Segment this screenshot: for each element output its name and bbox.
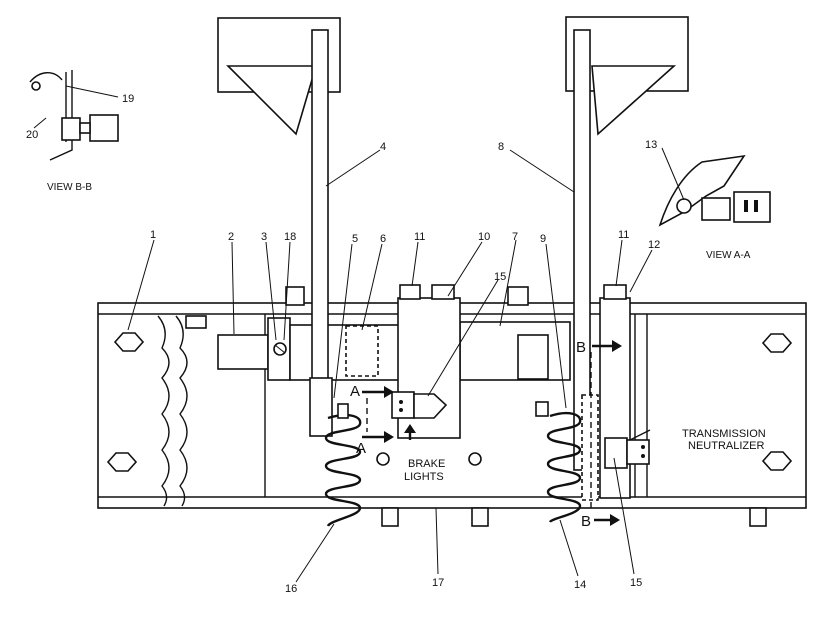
section-mark-a-top: A [350,383,360,400]
callout-15-brake: 15 [494,271,506,283]
callout-18: 18 [284,231,296,243]
right-spring [535,401,582,523]
view-aa-caption: VIEW A-A [706,250,751,261]
brake-switch-block [376,284,482,466]
callout-5: 5 [352,233,358,245]
left-spring [324,403,362,527]
callout-4: 4 [380,141,386,153]
callout-10: 10 [478,231,490,243]
callout-2: 2 [228,231,234,243]
callout-8: 8 [498,141,504,153]
view-bb-inset [29,70,119,161]
callout-17: 17 [432,577,444,589]
callout-14: 14 [574,579,586,591]
callout-16: 16 [285,583,297,595]
callout-19: 19 [122,93,134,105]
callout-9: 9 [540,233,546,245]
callout-13: 13 [645,139,657,151]
transmission-label-2: NEUTRALIZER [688,440,764,452]
callout-12: 12 [648,239,660,251]
callout-11-left: 11 [414,231,425,243]
leader-lines [127,149,653,583]
right-pedal [565,16,689,471]
view-bb-caption: VIEW B-B [47,182,92,193]
left-pedal [217,17,341,437]
section-arrows [362,340,651,526]
section-mark-b-bottom: B [581,513,591,530]
transmission-label-1: TRANSMISSION [682,428,766,440]
brake-lights-label-1: BRAKE [408,458,445,470]
callout-20: 20 [26,129,38,141]
section-mark-a-bottom: A [356,440,366,457]
brake-lights-label-2: LIGHTS [404,471,444,483]
shaft-assembly [217,286,571,381]
callout-7: 7 [512,231,518,243]
callout-1: 1 [150,229,156,241]
callout-3: 3 [261,231,267,243]
callout-6: 6 [380,233,386,245]
section-mark-b-top: B [576,339,586,356]
callout-11-right: 11 [618,229,629,241]
callout-15-trans: 15 [630,577,642,589]
view-aa-inset [658,147,771,227]
